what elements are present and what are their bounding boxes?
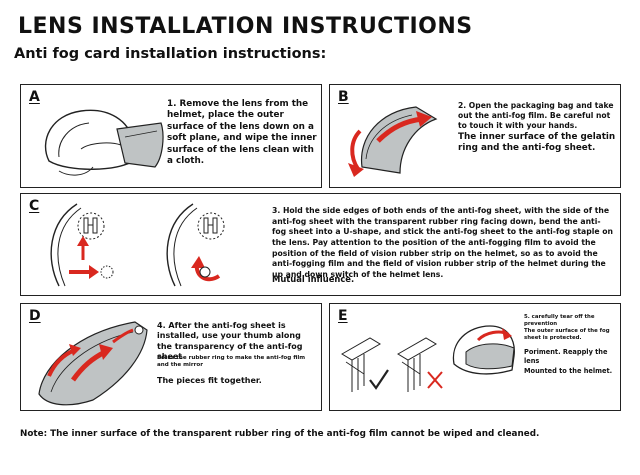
step-a-text: 1. Remove the lens from the helmet, plac… bbox=[167, 99, 317, 168]
step-c-note: Mutual influence. bbox=[272, 274, 472, 285]
step-b-note: The inner surface of the gelatin ring an… bbox=[458, 132, 616, 155]
x-mark-icon bbox=[428, 372, 442, 388]
footer-note: Note: The inner surface of the transpare… bbox=[20, 429, 539, 439]
step-b-text: 2. Open the packaging bag and take out t… bbox=[458, 101, 616, 131]
lens-side-view-left-illustration bbox=[41, 198, 133, 292]
step-b-panel: B 2. Open the packaging bag and take out… bbox=[329, 84, 621, 188]
step-a-panel: A 1. Remove the lens from the helmet, pl… bbox=[20, 84, 322, 188]
peel-protective-film-illustration bbox=[336, 318, 450, 406]
step-e-line3: Poriment. Reapply the lens bbox=[524, 348, 620, 365]
step-d-note: The pieces fit together. bbox=[157, 376, 317, 386]
step-e-line2: The outer surface of the fog sheet is pr… bbox=[524, 328, 620, 342]
step-e-line1: 5. carefully tear off the prevention bbox=[524, 314, 620, 328]
page-title: LENS INSTALLATION INSTRUCTIONS bbox=[18, 14, 473, 39]
step-e-panel: E 5. carefully tear off the prevention T… bbox=[329, 303, 621, 411]
page-subtitle: Anti fog card installation instructions: bbox=[14, 46, 326, 62]
step-e-line4: Mounted to the helmet. bbox=[524, 367, 620, 376]
lens-side-view-right-illustration bbox=[157, 198, 249, 292]
step-c-letter: C bbox=[29, 198, 39, 214]
anti-fog-film-illustration bbox=[340, 97, 450, 183]
helmet-lens-removal-illustration bbox=[29, 101, 169, 185]
step-d-panel: D 4. After the anti-fog sheet is install… bbox=[20, 303, 322, 411]
step-c-panel: C 3. Hold the side edges of both ends of… bbox=[20, 193, 621, 296]
step-c-text: 3. Hold the side edges of both ends of t… bbox=[272, 206, 614, 280]
checkmark-icon bbox=[370, 370, 388, 388]
step-d-small-text: Press the rubber ring to make the anti-f… bbox=[157, 355, 317, 370]
helmet-with-lens-illustration bbox=[448, 320, 518, 384]
press-anti-fog-film-illustration bbox=[29, 318, 155, 408]
